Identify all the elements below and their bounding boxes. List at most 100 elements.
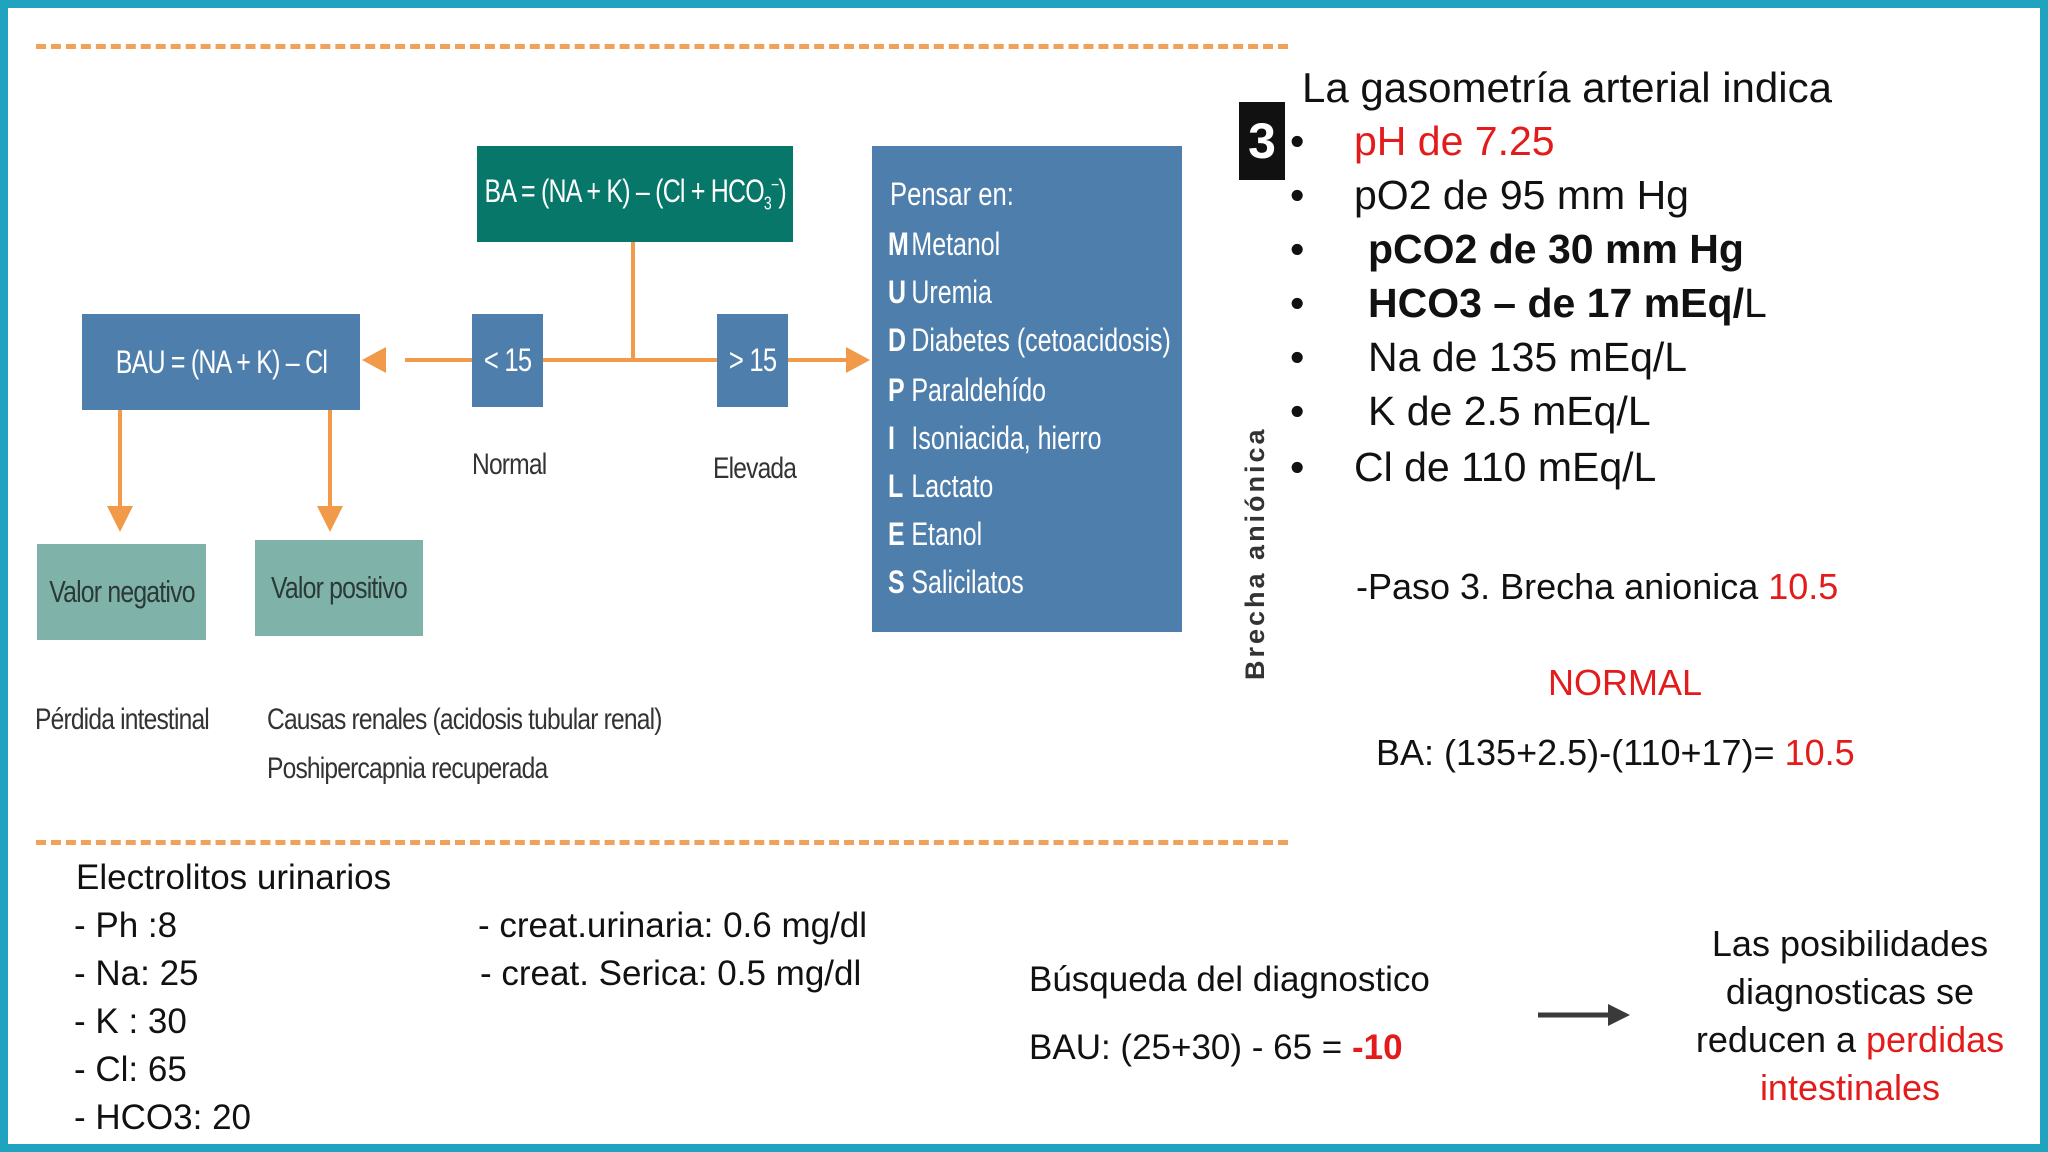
result-highlight: perdidas: [1866, 1019, 2005, 1060]
elevada-label: Elevada: [713, 452, 797, 485]
electrolito-item: - Cl: 65: [74, 1050, 187, 1089]
bullet: •: [1290, 118, 1305, 164]
gas-item-po2: • pO2 de 95 mm Hg: [1290, 172, 1689, 219]
gas-item-text-bold: HCO3 – de 17 mEq/: [1368, 280, 1744, 326]
bullet: •: [1290, 226, 1305, 272]
electrolitos-title: Electrolitos urinarios: [76, 858, 392, 897]
gas-item-text: pCO2 de 30 mm Hg: [1368, 226, 1744, 272]
mnemonic-text: Lactato: [911, 468, 994, 504]
bau-calc-label: BAU: (25+30) - 65 =: [1029, 1028, 1352, 1067]
gas-item-hco3: • HCO3 – de 17 mEq/L: [1290, 280, 1767, 327]
electrolito-item: - HCO3: 20: [74, 1098, 251, 1137]
result-prefix: reducen a: [1695, 1019, 1867, 1060]
mnemonic-text: Paraldehído: [911, 372, 1047, 408]
diagnostico-result: Las posibilidades diagnosticas se reduce…: [1660, 920, 2040, 1112]
mnemonic-letter: S: [888, 564, 905, 600]
top-dashed-separator: [36, 44, 1288, 49]
mnemonic-text: Metanol: [911, 226, 1001, 262]
bottom-dashed-separator: [36, 840, 1288, 845]
valor-negativo-text: Valor negativo: [48, 574, 195, 609]
ba-calc-value: 10.5: [1784, 732, 1855, 773]
mnemonic-letter: U: [888, 274, 907, 310]
pensar-en-title: Pensar en:: [890, 176, 1014, 212]
poshipercapnia-label: Poshipercapnia recuperada: [267, 752, 548, 785]
paso3-value: 10.5: [1768, 566, 1839, 607]
valor-negativo-box: Valor negativo: [37, 544, 206, 640]
mnemonic-item: I Isoniacida, hierro: [888, 420, 1101, 457]
gas-item-text: pH de 7.25: [1354, 118, 1555, 164]
gas-item-na: • Na de 135 mEq/L: [1290, 334, 1687, 381]
bullet: •: [1290, 388, 1305, 434]
result-line: diagnosticas se: [1725, 971, 1975, 1012]
bullet: •: [1290, 280, 1305, 326]
right-arrow-icon: [1538, 1004, 1630, 1026]
gas-item-text-rest: L: [1743, 280, 1767, 326]
ba-calc-label: BA: (135+2.5)-(110+17)=: [1376, 732, 1785, 773]
mnemonic-text: Uremia: [911, 274, 992, 310]
electrolito-item: - Na: 25: [74, 954, 199, 993]
ba-calc-line: BA: (135+2.5)-(110+17)= 10.5: [1376, 732, 1855, 774]
ba-formula-superscript: −: [770, 174, 779, 195]
bau-formula-box: BAU = (NA + K) – Cl: [82, 314, 360, 410]
mnemonic-letter: M: [888, 226, 909, 262]
valor-positivo-box: Valor positivo: [255, 540, 423, 636]
gt15-text: > 15: [728, 342, 777, 378]
mnemonic-letter: I: [888, 420, 895, 456]
bullet: •: [1290, 334, 1305, 380]
paso3-line: -Paso 3. Brecha anionica 10.5: [1356, 566, 1838, 608]
gas-item-text: K de 2.5 mEq/L: [1368, 388, 1651, 434]
mnemonic-text: Diabetes (cetoacidosis): [911, 322, 1171, 358]
mnemonic-letter: D: [888, 322, 907, 358]
gas-item-cl: • Cl de 110 mEq/L: [1290, 444, 1656, 491]
result-line: reducen a perdidas: [1660, 1016, 2040, 1064]
normal-label: Normal: [472, 448, 547, 481]
mnemonic-item: MMetanol: [888, 226, 1000, 263]
mnemonic-text: Etanol: [911, 516, 983, 552]
ba-formula-subscript: 3: [763, 193, 772, 214]
gas-item-ph: • pH de 7.25: [1290, 118, 1555, 165]
perdida-intestinal-label: Pérdida intestinal: [35, 703, 210, 736]
gasometria-title: La gasometría arterial indica: [1302, 64, 1832, 111]
bau-calc-value: -10: [1351, 1028, 1403, 1067]
paso3-status: NORMAL: [1548, 662, 1703, 703]
result-line: Las posibilidades: [1711, 923, 1989, 964]
electrolito-item: - Ph :8: [74, 906, 178, 945]
bullet: •: [1290, 172, 1305, 218]
mnemonic-letter: E: [888, 516, 905, 552]
mnemonic-text: Isoniacida, hierro: [911, 420, 1102, 456]
creatinina-item: - creat. Serica: 0.5 mg/dl: [480, 954, 862, 993]
ba-formula-text: BA = (NA + K) – (Cl + HCO: [484, 173, 764, 210]
mnemonic-letter: P: [888, 372, 905, 408]
gas-item-text: Cl de 110 mEq/L: [1354, 444, 1657, 490]
causas-renales-label: Causas renales (acidosis tubular renal): [267, 703, 662, 736]
gas-item-pco2: • pCO2 de 30 mm Hg: [1290, 226, 1744, 273]
electrolito-item: - K : 30: [74, 1002, 187, 1041]
paso3-label: -Paso 3. Brecha anionica: [1356, 566, 1769, 607]
result-highlight: intestinales: [1759, 1067, 1941, 1108]
valor-positivo-text: Valor positivo: [271, 570, 408, 605]
bullet: •: [1290, 444, 1305, 490]
creatinina-item: - creat.urinaria: 0.6 mg/dl: [478, 906, 868, 945]
ba-formula-box: BA = (NA + K) – (Cl + HCO3−): [477, 146, 793, 242]
bau-formula-text: BAU = (NA + K) – Cl: [115, 343, 327, 380]
gas-item-k: • K de 2.5 mEq/L: [1290, 388, 1651, 435]
diagnostico-title: Búsqueda del diagnostico: [1029, 960, 1430, 999]
bau-calc-line: BAU: (25+30) - 65 = -10: [1029, 1028, 1403, 1068]
lt15-text: < 15: [483, 342, 532, 378]
mnemonic-text: Salicilatos: [911, 564, 1024, 600]
mnemonic-letter: L: [888, 468, 904, 504]
gas-item-text: pO2 de 95 mm Hg: [1354, 172, 1689, 218]
lt15-box: < 15: [472, 314, 543, 407]
gas-item-text: Na de 135 mEq/L: [1368, 334, 1688, 380]
step-number-badge: 3: [1239, 102, 1285, 180]
gt15-box: > 15: [717, 314, 788, 407]
